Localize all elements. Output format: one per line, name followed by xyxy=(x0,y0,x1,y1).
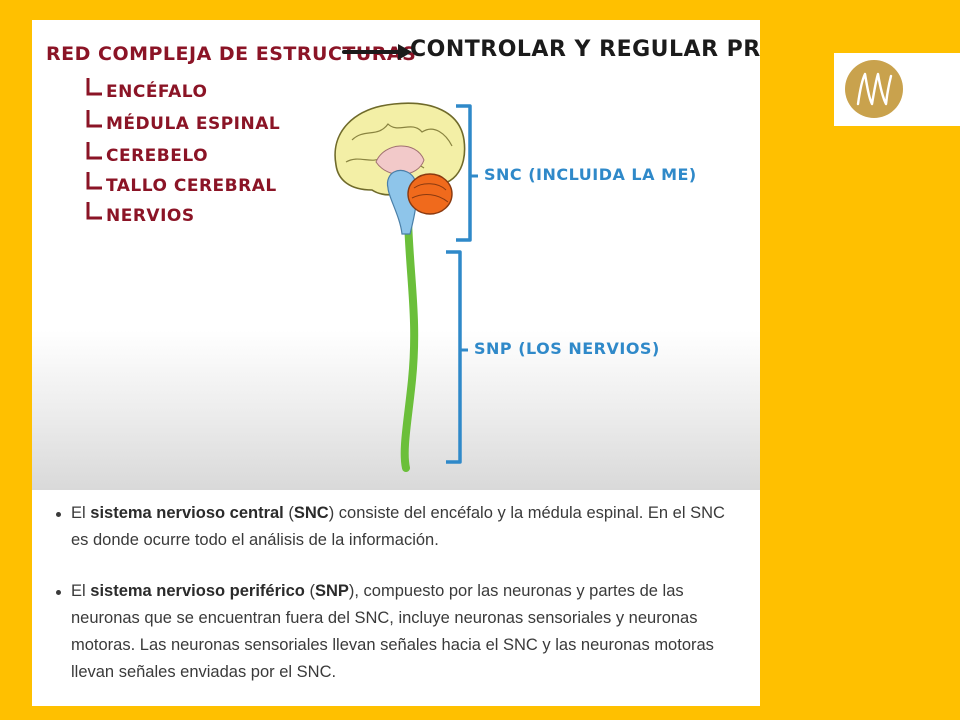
snp-bracket xyxy=(446,250,462,464)
structures-list: Encéfalo Médula espinal Cerebelo Tallo c… xyxy=(86,78,280,226)
spinal-cord xyxy=(400,216,419,472)
structure-label: Nervios xyxy=(106,206,195,226)
nervous-system-diagram: Red compleja de estructuras Controlar y … xyxy=(46,37,760,472)
structure-label: Tallo cerebral xyxy=(106,176,277,196)
title-right: Controlar y regular procesos xyxy=(410,37,760,62)
list-item: Nervios xyxy=(86,202,195,226)
structure-label: Encéfalo xyxy=(106,80,207,102)
bullet-pre: El xyxy=(71,504,91,522)
snc-label: SNC (incluida la ME) xyxy=(484,165,697,184)
bullet-abbr: SNC xyxy=(293,504,329,522)
bullet-body: ), compuesto por las neuronas y partes d… xyxy=(71,582,714,681)
bullet-list: El sistema nervioso central (SNC) consis… xyxy=(56,500,746,706)
bullet-pre: El xyxy=(71,582,91,600)
bullet-mid: ( xyxy=(283,504,294,522)
bullet-item-snp: El sistema nervioso periférico (SNP), co… xyxy=(56,578,746,686)
list-item: Tallo cerebral xyxy=(86,172,277,196)
whiteboard-illustration: Red compleja de estructuras Controlar y … xyxy=(32,20,760,490)
slide-card: Red compleja de estructuras Controlar y … xyxy=(32,20,760,706)
bullet-term: sistema nervioso central xyxy=(90,504,284,522)
arrow-icon xyxy=(342,44,412,60)
title-left: Red compleja de estructuras xyxy=(46,43,416,65)
logo-box xyxy=(834,53,960,126)
list-item: Médula espinal xyxy=(86,110,280,134)
hook-arrow-icon xyxy=(86,78,102,96)
brain-wave-logo-icon xyxy=(845,60,903,118)
cerebellum xyxy=(407,173,453,215)
inner-brain xyxy=(375,145,425,175)
brain-icon xyxy=(334,102,466,472)
list-item: Cerebelo xyxy=(86,142,208,166)
hook-arrow-icon xyxy=(86,110,102,128)
hook-arrow-icon xyxy=(86,202,102,220)
bullet-term: sistema nervioso periférico xyxy=(90,582,305,600)
bullet-item-snc: El sistema nervioso central (SNC) consis… xyxy=(56,500,746,554)
structure-label: Cerebelo xyxy=(106,146,208,166)
snp-label: SNP (los nervios) xyxy=(474,339,660,358)
list-item: Encéfalo xyxy=(86,78,207,102)
snc-bracket xyxy=(456,104,472,242)
bullet-body: ) consiste del encéfalo y la médula espi… xyxy=(71,504,725,549)
bullet-mid: ( xyxy=(304,582,315,600)
hook-arrow-icon xyxy=(86,142,102,160)
hook-arrow-icon xyxy=(86,172,102,190)
text-panel: El sistema nervioso central (SNC) consis… xyxy=(32,490,760,706)
bullet-abbr: SNP xyxy=(314,582,349,600)
structure-label: Médula espinal xyxy=(106,112,280,134)
